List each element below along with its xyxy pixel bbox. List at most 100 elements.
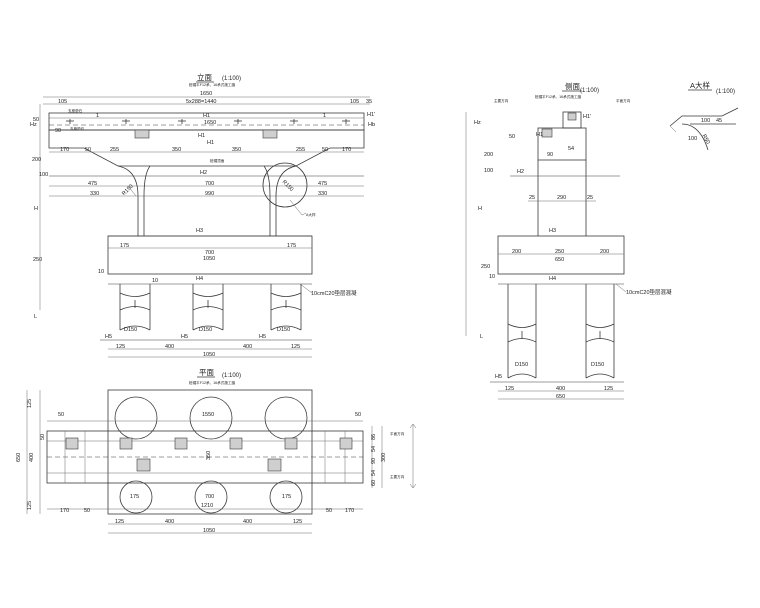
label-h2: H2	[200, 170, 207, 176]
dim-pile-125a: 125	[116, 344, 125, 350]
side-dim-25b: 25	[587, 195, 593, 201]
dim-v-10: 10	[98, 269, 104, 275]
dim-beam-255b: 255	[296, 147, 305, 153]
seismic-block-left	[134, 129, 150, 139]
label-h1-top: H1	[203, 113, 210, 119]
plan-top-1550: 1550	[202, 412, 214, 418]
center-mark-right: 1	[323, 113, 326, 119]
dim-col-475a: 475	[88, 181, 97, 187]
side-left-tag: 主要方向	[494, 98, 509, 103]
plan-tag-a: 平面方向	[390, 431, 405, 436]
detail-dim-45: 45	[716, 118, 722, 124]
elevation-title: 立面	[197, 72, 212, 82]
side-dim-v200: 200	[484, 152, 493, 158]
side-dia-a: D150	[515, 362, 528, 368]
side-dim-290: 290	[557, 195, 566, 201]
side-bearing-block	[567, 112, 577, 121]
label-h5b: H5	[181, 334, 188, 340]
label-h3: H3	[196, 228, 203, 234]
side-pile-cap	[497, 235, 625, 275]
side-dim-v100: 100	[484, 168, 493, 174]
plan-left-50: 50	[40, 434, 46, 440]
side-cap-beam	[537, 127, 587, 161]
plan-bot-1210: 1210	[201, 503, 213, 509]
dim-cap-175b: 175	[287, 243, 296, 249]
side-pile-400: 400	[556, 386, 565, 392]
side-note: 桩帽平F12承、16承式施工缝	[535, 94, 582, 99]
detail-title: A大样	[690, 80, 711, 90]
dim-col-990: 990	[205, 191, 214, 197]
dim-beam-50a: 50	[85, 147, 91, 153]
mark-L: L	[34, 314, 37, 320]
elevation-view: 立面 (1:100) 桩帽平F12承、16承式施工缝 1650 105 5x28…	[30, 72, 375, 358]
plan-note: 桩帽平F12承、16承式施工缝	[189, 380, 236, 385]
label-h4: H4	[196, 276, 203, 282]
dim-beam-170: 170	[60, 147, 69, 153]
side-pile-125a: 125	[505, 386, 514, 392]
plan-bot-400b: 400	[243, 519, 252, 525]
label-h5c: H5	[259, 334, 266, 340]
dim-pile-1050: 1050	[203, 352, 215, 358]
side-pile-650: 650	[556, 394, 565, 400]
dim-col-700: 700	[205, 181, 214, 187]
detail-scale: (1:100)	[716, 89, 735, 95]
side-dia-b: D150	[591, 362, 604, 368]
bearing-ticks	[66, 119, 350, 124]
plan-bot-125b: 125	[293, 519, 302, 525]
dim-bearing-offset-right: 105	[350, 99, 359, 105]
side-seismic-block	[541, 128, 553, 138]
dim-col-330a: 330	[90, 191, 99, 197]
side-scale: (1:100)	[580, 88, 599, 94]
side-dim-90: 90	[547, 152, 553, 158]
label-h1-mid: H1	[198, 133, 205, 139]
pile-dia-a: D150	[124, 327, 137, 333]
plan-left-650: 650	[16, 453, 22, 462]
dim-beam-width: 1650	[204, 120, 216, 126]
plan-c700: 700	[205, 494, 214, 500]
radius-left: R150	[121, 184, 135, 198]
dim-col-475b: 475	[318, 181, 327, 187]
dim-cap-175a: 175	[120, 243, 129, 249]
plan-bearing-blocks	[65, 437, 353, 472]
dim-left-90: 90	[55, 128, 61, 134]
dim-bearing-spacing: 5x288=1440	[186, 99, 216, 105]
elevation-pile-cap	[107, 235, 313, 275]
plan-bot-1050: 1050	[203, 528, 215, 534]
side-label-h1r: H1'	[583, 114, 591, 120]
plan-title: 平面	[199, 368, 214, 377]
side-mark-H: H	[478, 206, 482, 212]
dim-hinge-10: 10	[152, 278, 158, 284]
detail-a-view: A大样 (1:100) 100 45 100 R50	[669, 80, 739, 151]
plan-pile-cap-outline	[107, 389, 313, 515]
label-h5a: H5	[105, 334, 112, 340]
label-h1-mid2: H1	[207, 140, 214, 146]
dim-cap-1050: 1050	[203, 256, 215, 262]
center-mark: 1	[96, 113, 99, 119]
plan-c175a: 175	[130, 494, 139, 500]
beam-note: 桩帽顶面	[210, 158, 225, 163]
plan-bot-50a: 50	[84, 508, 90, 514]
side-dim-25a: 25	[529, 195, 535, 201]
dim-beam-50b: 50	[322, 147, 328, 153]
detail-dim-100: 100	[701, 118, 710, 124]
plan-bot-170b: 170	[345, 508, 354, 514]
side-label-h3: H3	[549, 228, 556, 234]
side-dim-54: 54	[568, 146, 574, 152]
pile-dia-c: D150	[277, 327, 290, 333]
plan-right-60: 60	[371, 480, 377, 486]
side-mark-L: L	[480, 334, 483, 340]
detail-radius: R50	[701, 134, 711, 146]
plan-bot-170a: 170	[60, 508, 69, 514]
plan-top-50: 50	[58, 412, 64, 418]
seismic-block-right	[262, 129, 278, 139]
detail-a-callout: A大样	[306, 212, 316, 217]
plan-bot-400a: 400	[165, 519, 174, 525]
label-h1-right: H1'	[367, 112, 375, 118]
plan-tag-b: 主要方向	[390, 474, 405, 479]
plan-right-90: 90	[371, 458, 377, 464]
side-title: 侧面	[565, 81, 580, 91]
mark-hz: Hz	[30, 122, 37, 128]
mark-H: H	[34, 206, 38, 212]
dim-side-left: 50	[33, 117, 39, 123]
